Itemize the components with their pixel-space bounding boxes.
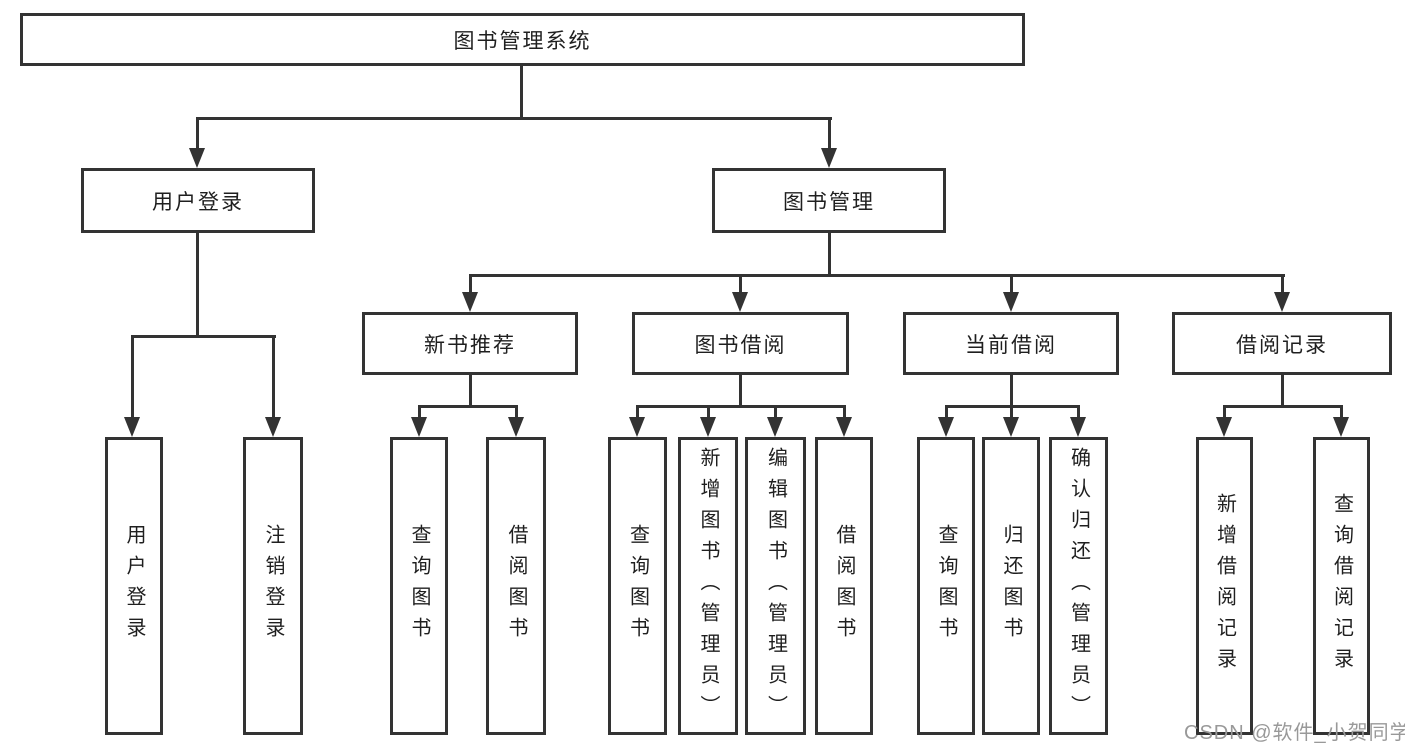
leaf-user-login: 用户登录	[105, 437, 163, 735]
leaf-borrow-query-books: 查询图书	[608, 437, 667, 735]
arrow-down-icon	[189, 148, 205, 168]
leaf-recommend-borrow-books: 借阅图书	[486, 437, 546, 735]
leaf-logout: 注销登录	[243, 437, 303, 735]
connector-line	[272, 335, 275, 419]
arrow-down-icon	[732, 292, 748, 312]
arrow-down-icon	[411, 417, 427, 437]
arrow-down-icon	[629, 417, 645, 437]
arrow-down-icon	[462, 292, 478, 312]
connector-line	[843, 405, 846, 420]
connector-line	[739, 274, 742, 294]
connector-line	[196, 117, 199, 151]
arrow-down-icon	[1070, 417, 1086, 437]
connector-line	[739, 375, 742, 408]
node-user-login: 用户登录	[81, 168, 315, 233]
connector-line	[774, 405, 777, 420]
arrow-down-icon	[124, 417, 140, 437]
connector-line	[636, 405, 846, 408]
connector-line	[515, 405, 518, 420]
connector-line	[636, 405, 639, 420]
leaf-current-confirm-return-admin: 确认归还（管理员）	[1049, 437, 1108, 735]
connector-line	[196, 233, 199, 338]
arrow-down-icon	[508, 417, 524, 437]
node-borrow-records: 借阅记录	[1172, 312, 1392, 375]
connector-line	[945, 405, 948, 420]
arrow-down-icon	[700, 417, 716, 437]
leaf-borrow-edit-books-admin: 编辑图书（管理员）	[745, 437, 806, 735]
connector-line	[1281, 274, 1284, 294]
connector-line	[469, 375, 472, 408]
node-library-system: 图书管理系统	[20, 13, 1025, 66]
arrow-down-icon	[938, 417, 954, 437]
connector-line	[1281, 375, 1284, 408]
connector-line	[1340, 405, 1343, 420]
connector-line	[469, 274, 472, 294]
arrow-down-icon	[1003, 292, 1019, 312]
arrow-down-icon	[265, 417, 281, 437]
connector-line	[1223, 405, 1226, 420]
leaf-borrow-borrow-books: 借阅图书	[815, 437, 873, 735]
arrow-down-icon	[1274, 292, 1290, 312]
node-book-management: 图书管理	[712, 168, 946, 233]
leaf-records-query-record: 查询借阅记录	[1313, 437, 1370, 735]
connector-line	[469, 274, 1285, 277]
arrow-down-icon	[1216, 417, 1232, 437]
arrow-down-icon	[821, 148, 837, 168]
connector-line	[1010, 405, 1013, 420]
arrow-down-icon	[1003, 417, 1019, 437]
connector-line	[1077, 405, 1080, 420]
connector-line	[1010, 274, 1013, 294]
connector-line	[1010, 375, 1013, 408]
node-new-book-recommend: 新书推荐	[362, 312, 578, 375]
connector-line	[196, 117, 832, 120]
arrow-down-icon	[1333, 417, 1349, 437]
arrow-down-icon	[767, 417, 783, 437]
connector-line	[828, 117, 831, 151]
node-current-borrow: 当前借阅	[903, 312, 1119, 375]
leaf-current-query-books: 查询图书	[917, 437, 975, 735]
arrow-down-icon	[836, 417, 852, 437]
leaf-records-add-record: 新增借阅记录	[1196, 437, 1253, 735]
watermark: CSDN @软件_小贺同学	[1184, 722, 1405, 744]
connector-line	[707, 405, 710, 420]
connector-line	[418, 405, 421, 420]
connector-line	[828, 233, 831, 277]
leaf-current-return-books: 归还图书	[982, 437, 1040, 735]
connector-line	[131, 335, 134, 419]
connector-line	[520, 66, 523, 118]
connector-line	[418, 405, 518, 408]
connector-line	[1223, 405, 1343, 408]
leaf-borrow-add-books-admin: 新增图书（管理员）	[678, 437, 738, 735]
connector-line	[131, 335, 276, 338]
node-book-borrow: 图书借阅	[632, 312, 849, 375]
leaf-recommend-query-books: 查询图书	[390, 437, 448, 735]
